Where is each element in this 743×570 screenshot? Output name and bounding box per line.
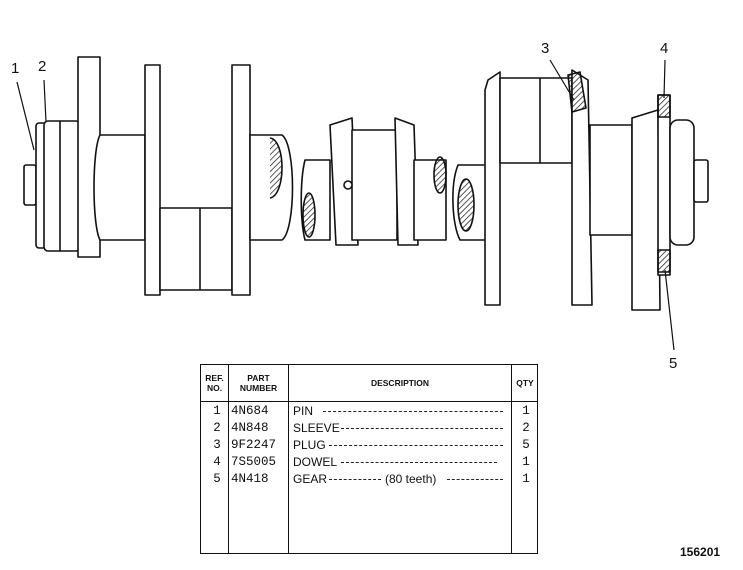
description: PLUG <box>293 438 326 452</box>
ref-number: 2 <box>213 421 221 435</box>
part-number: 7S5005 <box>231 455 277 469</box>
header-qty: QTY <box>516 378 534 388</box>
description-note: (80 teeth) <box>385 472 437 486</box>
quantity: 1 <box>522 472 530 486</box>
ref-number: 5 <box>213 472 221 486</box>
part-number: 4N684 <box>231 404 269 418</box>
ref-number: 4 <box>213 455 221 469</box>
callout-3: 3 <box>541 40 550 57</box>
callout-4: 4 <box>660 40 669 57</box>
quantity: 2 <box>522 421 530 435</box>
header-divider <box>201 401 537 402</box>
callout-2: 2 <box>38 58 47 75</box>
header-part-number: PART NUMBER <box>239 373 278 393</box>
table-row: 5 4N418 GEAR (80 teeth) 1 <box>201 471 537 488</box>
parts-table: REF. NO. PART NUMBER DESCRIPTION QTY 1 4… <box>200 364 538 554</box>
header-description: DESCRIPTION <box>370 378 430 388</box>
description: GEAR <box>293 472 328 486</box>
ref-number: 1 <box>213 404 221 418</box>
table-row: 2 4N848 SLEEVE 2 <box>201 420 537 437</box>
part-number: 4N848 <box>231 421 269 435</box>
quantity: 1 <box>522 404 530 418</box>
callout-1: 1 <box>11 60 20 77</box>
header-ref-no: REF. NO. <box>205 373 224 393</box>
crankshaft-middle-section <box>300 117 447 246</box>
figure-number: 156201 <box>680 545 721 559</box>
column-divider <box>288 365 289 553</box>
quantity: 5 <box>522 438 530 452</box>
crankshaft-drawing <box>16 56 709 351</box>
callout-leaders <box>16 59 675 351</box>
description: PIN <box>293 404 314 418</box>
part-number: 9F2247 <box>231 438 277 452</box>
column-divider <box>511 365 512 553</box>
part-number: 4N418 <box>231 472 269 486</box>
table-row: 1 4N684 PIN 1 <box>201 403 537 420</box>
quantity: 1 <box>522 455 530 469</box>
crankshaft-rear-section <box>452 69 709 311</box>
crankshaft-front-section <box>23 56 294 296</box>
callout-5: 5 <box>669 355 678 372</box>
description: DOWEL <box>293 455 338 469</box>
table-row: 3 9F2247 PLUG 5 <box>201 437 537 454</box>
ref-number: 3 <box>213 438 221 452</box>
table-row: 4 7S5005 DOWEL 1 <box>201 454 537 471</box>
description: SLEEVE <box>293 421 340 435</box>
column-divider <box>228 365 229 553</box>
